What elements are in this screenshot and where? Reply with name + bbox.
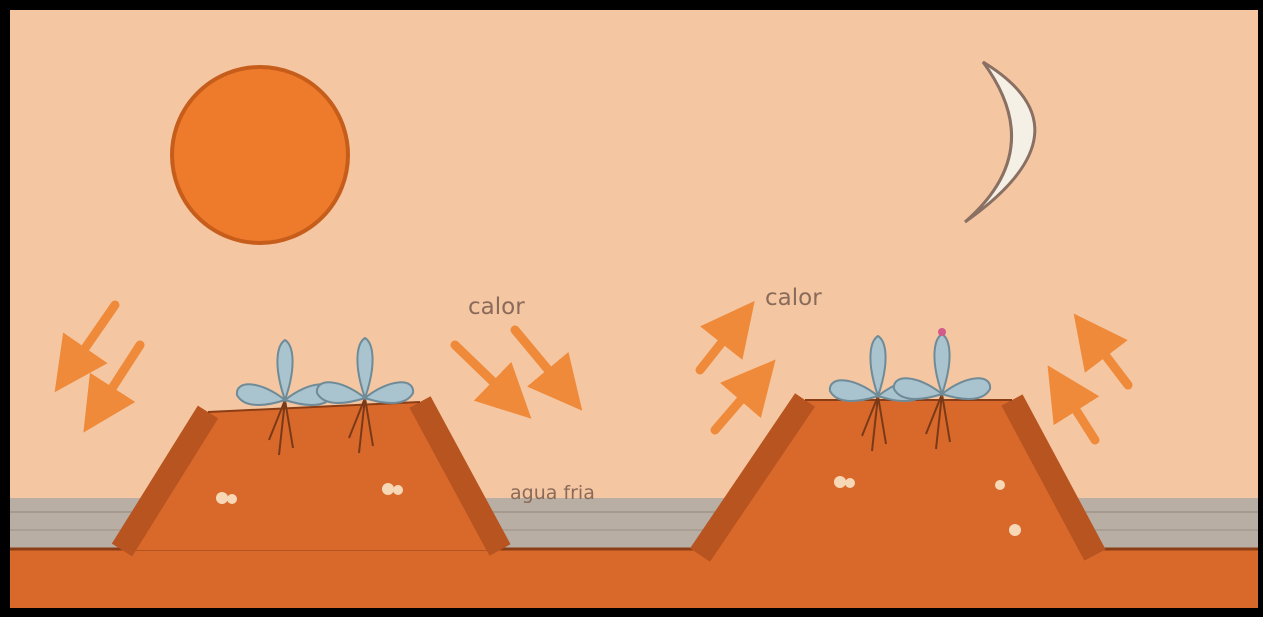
soil-base: [10, 548, 1258, 608]
cold-water-label: agua fria: [510, 482, 595, 504]
sun: [172, 67, 348, 243]
heat-label-night: calor: [765, 285, 822, 311]
heat-label-day: calor: [468, 294, 525, 320]
